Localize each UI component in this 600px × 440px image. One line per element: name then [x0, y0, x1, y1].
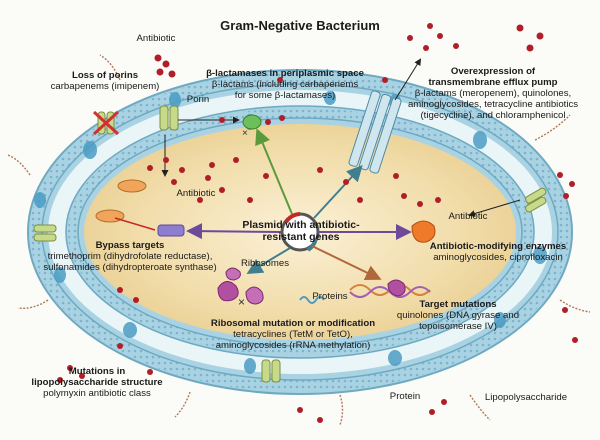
callout-line: for some β-lactamases) — [234, 90, 336, 101]
porin-left — [33, 224, 57, 242]
porin-channel — [159, 105, 179, 131]
callout-title-2: lipopolysaccharide structure — [31, 377, 163, 388]
callout-plasmid: Plasmid with antibiotic- resistant genes — [236, 219, 366, 243]
callout-title: Loss of porins — [71, 70, 139, 81]
callout-lps: Mutations in lipopolysaccharide structur… — [22, 366, 172, 399]
callout-line: quinolones (DNA gyrase and — [396, 310, 520, 321]
arrow-to-bypass — [186, 223, 283, 240]
callout-line: trimethoprim (dihydrofolate reductase), — [47, 251, 213, 262]
lipopolysaccharide-chains — [7, 54, 591, 426]
callout-line: aminoglycosides, tetracycline antibiotic… — [407, 99, 579, 110]
callout-title: Target mutations — [419, 299, 497, 310]
callout-line: aminoglycosides, ciprofloxacin — [433, 252, 563, 263]
label-antibiotic-top: Antibiotic — [136, 33, 176, 44]
blocked-porin — [92, 110, 120, 136]
callout-target-mutations: Target mutations quinolones (DNA gyrase … — [388, 299, 528, 332]
callout-line: topoisomerase IV) — [419, 321, 497, 332]
label-porin: Porin — [186, 94, 210, 105]
label-ribosomes: Ribosomes — [241, 258, 289, 269]
protein-chain — [299, 296, 325, 304]
callout-bypass-targets: Bypass targets trimethoprim (dihydrofola… — [30, 240, 230, 273]
porin-bottom — [261, 359, 281, 383]
arrow-to-target — [311, 245, 382, 280]
callout-loss-of-porins: Loss of porins carbapenems (imipenem) — [40, 70, 170, 92]
callout-line: β-lactams (meropenem), quinolones, — [414, 88, 572, 99]
callout-title: Ribosomal mutation or modification — [210, 318, 376, 329]
efflux-pump — [348, 90, 402, 174]
callout-beta-lactamases: β-lactamases in periplasmic space β-lact… — [200, 68, 370, 101]
plasmid-title: Plasmid with antibiotic- — [242, 219, 360, 231]
callout-title: Bypass targets — [95, 240, 165, 251]
callout-title: β-lactamases in periplasmic space — [206, 68, 364, 79]
plasmid-title-2: resistant genes — [262, 231, 340, 243]
label-lipopolysaccharide: Lipopolysaccharide — [484, 392, 568, 403]
porin-right — [525, 187, 547, 213]
beta-lactamase-enzyme — [242, 114, 262, 130]
callout-efflux-pump: Overexpression of transmembrane efflux p… — [400, 66, 586, 121]
arrow-antibiotic-in-right — [468, 199, 521, 217]
callout-line: carbapenems (imipenem) — [50, 81, 160, 92]
callout-line: tetracyclines (TetM or TetO), — [233, 329, 353, 340]
callout-line: (tigecycline), and chloramphenicol — [420, 110, 566, 121]
ribosomes — [217, 267, 264, 305]
arrow-to-efflux-pump — [313, 165, 363, 219]
arrow-bypass-red — [114, 217, 156, 231]
diagram-title: Gram-Negative Bacterium — [220, 18, 380, 33]
callout-modifying-enzymes: Antibiotic-modifying enzymes aminoglycos… — [418, 241, 578, 263]
label-antibiotic-right: Antibiotic — [448, 211, 488, 222]
svg-text:×: × — [238, 295, 245, 309]
callout-title: Mutations in — [68, 366, 126, 377]
antibiotic-molecules — [57, 23, 578, 423]
label-protein: Protein — [389, 391, 421, 402]
callout-title: Overexpression of — [450, 66, 536, 77]
callout-line: aminoglycosides (rRNA methylation) — [215, 340, 371, 351]
callout-line: β-lactams (including carbapenems — [211, 79, 359, 90]
topoisomerase — [387, 279, 406, 297]
label-antibiotic-mid: Antibiotic — [176, 188, 216, 199]
svg-text:×: × — [242, 128, 248, 139]
arrow-to-ribosomes — [246, 247, 291, 275]
callout-line: sulfonamides (dihydropteroate synthase) — [43, 262, 217, 273]
callout-title-2: transmembrane efflux pump — [428, 77, 558, 88]
bypass-targets — [95, 179, 185, 237]
modifying-enzyme — [411, 220, 436, 243]
callout-line: polymyxin antibiotic class — [43, 388, 151, 399]
label-proteins: Proteins — [312, 291, 348, 302]
arrow-to-beta-lactamase — [255, 128, 293, 215]
arrow-efflux-out — [394, 58, 422, 101]
callout-ribosomal: Ribosomal mutation or modification tetra… — [188, 318, 398, 351]
callout-title: Antibiotic-modifying enzymes — [429, 241, 567, 252]
